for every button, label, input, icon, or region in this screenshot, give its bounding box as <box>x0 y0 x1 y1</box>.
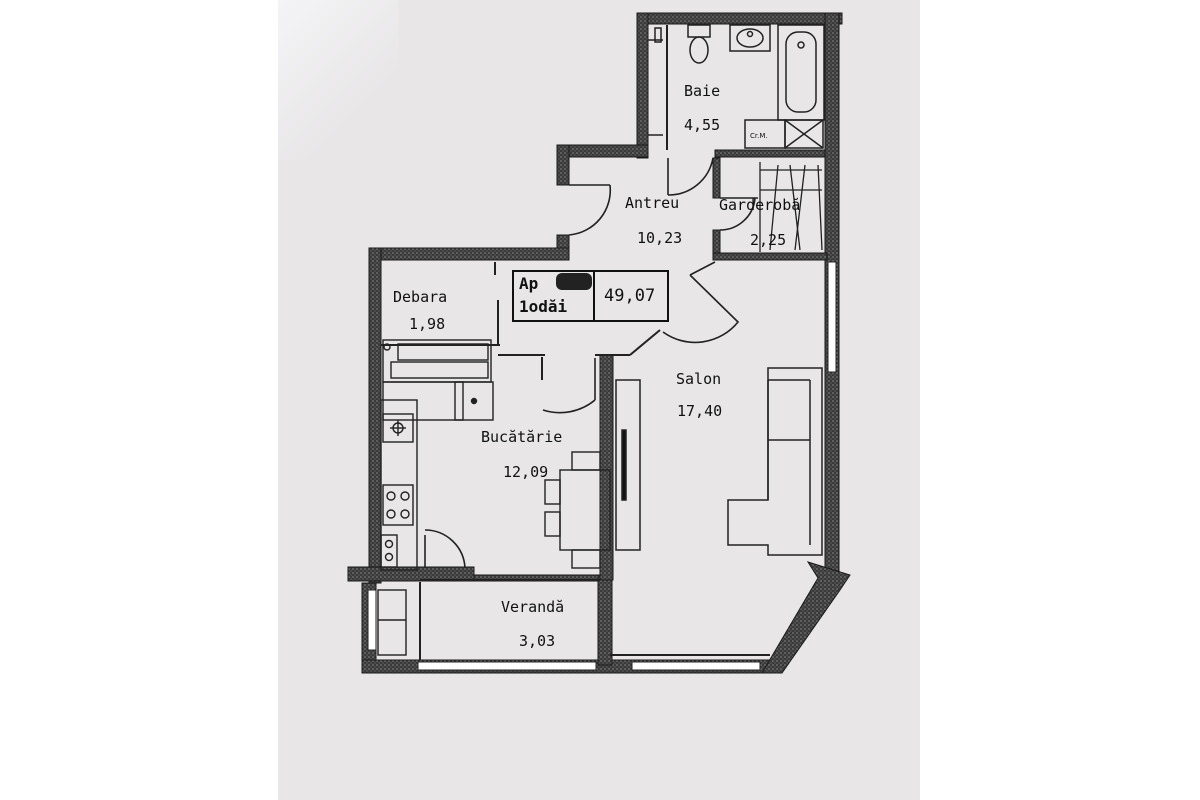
tv <box>621 429 627 501</box>
room-area-debara: 1,98 <box>409 315 445 333</box>
stove <box>382 484 414 526</box>
chair-3 <box>544 479 561 505</box>
wall-bath-bottom <box>714 149 826 158</box>
room-name-baie: Baie <box>684 82 720 100</box>
room-name-debara: Debara <box>393 288 447 306</box>
wall-antreu-west <box>556 144 570 186</box>
paper-shadow <box>278 0 398 160</box>
door-garderoba-swing <box>719 197 756 231</box>
partitions <box>381 25 770 660</box>
windows <box>367 261 837 671</box>
door-salon-swing <box>662 274 740 344</box>
wall-north-west <box>368 247 570 261</box>
wall-southeast-diagonal <box>761 561 851 674</box>
walls <box>347 12 851 674</box>
door-balcony-swing <box>424 529 466 569</box>
apartment-rooms: 1odăi <box>519 297 568 316</box>
room-area-garderoba: 2,25 <box>750 231 786 249</box>
door-entry-swing <box>568 184 612 236</box>
wall-west <box>368 247 382 584</box>
door-kitchen-swing <box>542 399 596 414</box>
window-south-right <box>631 661 761 671</box>
counter-west <box>380 399 418 571</box>
toilet-tank <box>687 24 711 38</box>
room-name-bucatarie: Bucătărie <box>481 428 562 446</box>
wall-kitchen-salon <box>599 354 614 581</box>
wall-bath-left <box>636 12 649 159</box>
bathtub <box>777 24 825 121</box>
shaft-box <box>784 119 824 149</box>
veranda-details <box>377 589 407 656</box>
closet-tag: Cr.M. <box>750 132 768 140</box>
wall-garderoba-left <box>712 157 721 199</box>
veranda-cabinet <box>377 589 407 656</box>
room-area-bucatarie: 12,09 <box>503 463 548 481</box>
pantry-shelf <box>382 339 492 383</box>
wardrobe-hangers <box>759 162 823 252</box>
wall-veranda-r <box>597 574 613 666</box>
chair-4 <box>544 511 561 537</box>
washer-kitchen <box>380 534 398 568</box>
salon-furniture <box>615 367 823 556</box>
apartment-info-box: Ap 1odăi 49,07 <box>512 270 669 322</box>
apartment-label: Ap <box>519 274 538 293</box>
chair-1 <box>571 451 601 471</box>
chair-2 <box>571 549 601 569</box>
window-east <box>827 261 837 373</box>
wall-kitchen-south <box>347 566 475 582</box>
apartment-total-area: 49,07 <box>604 286 655 306</box>
door-bath-swing <box>667 157 714 196</box>
washbasin <box>729 24 771 52</box>
tv-unit <box>615 379 641 551</box>
room-name-salon: Salon <box>676 370 721 388</box>
room-area-baie: 4,55 <box>684 116 720 134</box>
sink <box>382 413 414 443</box>
window-west <box>367 589 377 651</box>
wall-bath-top <box>636 12 843 25</box>
room-area-salon: 17,40 <box>677 402 722 420</box>
redacted-mark <box>556 273 592 290</box>
room-name-garderoba: Garderobă <box>719 196 800 214</box>
room-name-veranda: Verandă <box>501 598 564 616</box>
wall-antreu-north <box>556 144 649 158</box>
sofa <box>727 367 823 556</box>
wall-garderoba-bottom <box>712 252 828 261</box>
counter-top <box>382 381 464 421</box>
room-labels: Baie 4,55 Antreu 10,23 Garderobă 2,25 De… <box>393 82 800 650</box>
fridge <box>454 381 494 421</box>
toilet-bowl <box>689 36 709 64</box>
window-south-left <box>417 661 597 671</box>
room-area-antreu: 10,23 <box>637 229 682 247</box>
kitchen-fixtures <box>380 339 611 571</box>
room-name-antreu: Antreu <box>625 194 679 212</box>
doors <box>424 157 758 569</box>
room-area-veranda: 3,03 <box>519 632 555 650</box>
bath-fixtures <box>648 24 825 149</box>
door-salon-leaf <box>689 261 716 276</box>
